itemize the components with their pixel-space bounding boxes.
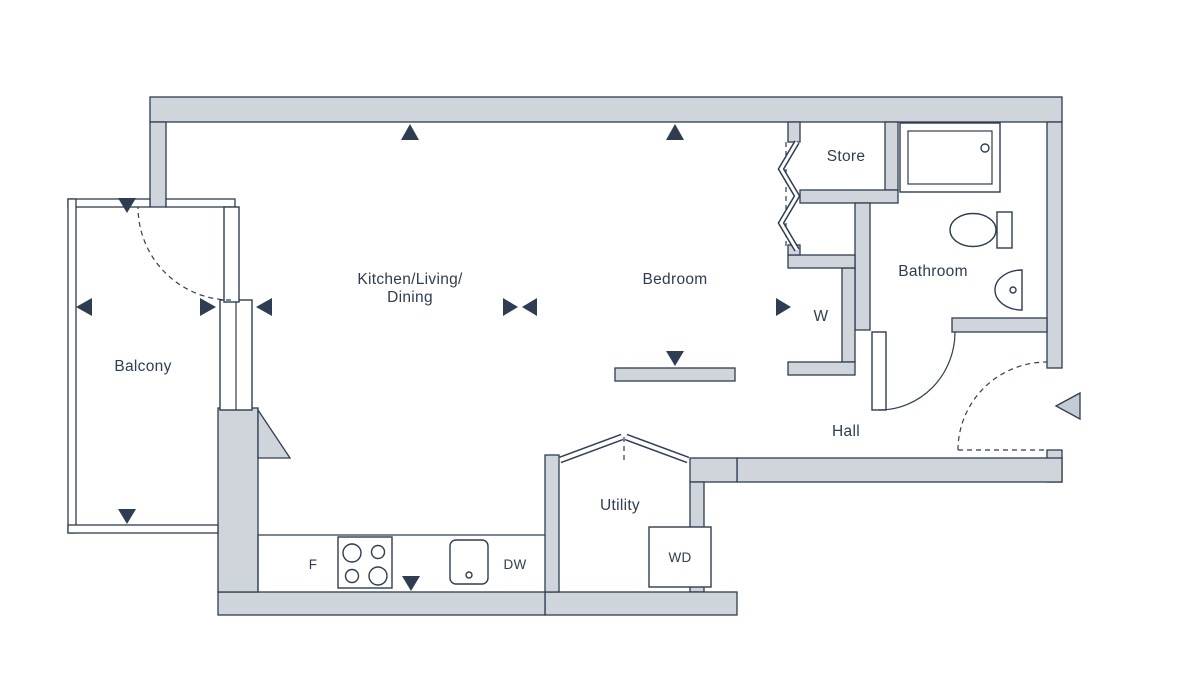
shower-drain (980, 143, 990, 153)
room-label-balcony: Balcony (114, 358, 171, 375)
entrance-door-swing-arc (957, 361, 1048, 451)
room-label-utility: Utility (600, 497, 640, 514)
dim-marker-wardrobe-icon (776, 298, 791, 316)
dim-marker-window-left-icon (200, 298, 216, 316)
hob-burner-3 (344, 568, 360, 584)
balcony-wall-top-left (67, 198, 151, 208)
wall-wardrobe-top (787, 254, 856, 269)
wall-wardrobe-bottom (787, 361, 856, 376)
hob-burner-4 (368, 566, 388, 586)
kitchen-sink-drain (465, 571, 473, 579)
bathroom-door-swing-arc (878, 331, 956, 411)
entrance-direction-arrow-icon (1054, 391, 1081, 421)
wall-bathroom-south (951, 317, 1048, 333)
room-label-store: Store (827, 148, 866, 165)
wall-left-upper (149, 121, 167, 208)
balcony-wall-top-right (165, 198, 236, 208)
kitchen-sink (449, 539, 489, 585)
appliance-label-dishwasher: DW (504, 557, 527, 572)
bathroom-door-leaf (871, 331, 887, 411)
dim-marker-bedroom-up-icon (666, 124, 684, 140)
room-label-hall: Hall (832, 423, 860, 440)
dim-marker-balcony-left-icon (76, 298, 92, 316)
balcony-wall-bottom (67, 524, 219, 534)
room-label-kitchen-living-line2: Dining (387, 289, 433, 306)
wall-left-lower (217, 407, 259, 593)
toilet-cistern (996, 211, 1013, 249)
walls (149, 96, 1063, 616)
wall-top (149, 96, 1063, 123)
wall-utility-hall-junction (689, 457, 738, 483)
utility-door-leaf-left-face (559, 435, 623, 462)
dim-marker-balcony-top-down-icon (118, 198, 136, 213)
wall-utility-left (544, 454, 560, 593)
dim-marker-balcony-bottom-down-icon (118, 509, 136, 524)
shower-tray-inner (907, 130, 993, 185)
appliance-label-fridge: F (309, 557, 317, 572)
wall-bathroom-left (854, 202, 871, 331)
dim-marker-living-right-icon (503, 298, 518, 316)
room-label-wardrobe: W (814, 308, 829, 325)
doors-and-windows (137, 140, 1048, 464)
balcony-door-swing-arc (137, 206, 232, 301)
toilet-bowl (949, 212, 997, 248)
dim-marker-kitchen-down-icon (402, 576, 420, 591)
room-label-bathroom: Bathroom (898, 263, 968, 280)
wall-kitchen-bottom (217, 591, 546, 616)
dim-marker-kitchen-up-icon (401, 124, 419, 140)
room-label-kitchen-living-line1: Kitchen/Living/ (357, 271, 463, 288)
kitchen-counter-edge (257, 534, 545, 592)
room-label-bedroom: Bedroom (643, 271, 708, 288)
basin-drain (1009, 286, 1017, 294)
dim-marker-window-right-icon (256, 298, 272, 316)
fixtures (257, 122, 1023, 592)
wall-utility-bottom (544, 591, 738, 616)
utility-door-leaf-right-face (625, 435, 689, 462)
washer-dryer-box (648, 526, 712, 588)
labels: Balcony Kitchen/Living/ Dining Bedroom S… (114, 148, 967, 572)
wall-store-right (884, 121, 899, 191)
store-bifold-door-face (779, 141, 799, 251)
wall-corner-chamfer (257, 407, 292, 459)
wall-hall-bottom (736, 457, 1063, 483)
wall-wardrobe-right (841, 267, 856, 363)
hob-burner-1 (342, 543, 362, 563)
appliance-label-washer-dryer: WD (669, 550, 692, 565)
markers (76, 124, 1081, 591)
dim-marker-bedroom-down-icon (666, 351, 684, 366)
wall-bedroom-stub (614, 367, 736, 382)
wall-store-jamb-top (787, 121, 801, 143)
balcony-door-leaf (223, 206, 240, 303)
shower-tray (899, 122, 1001, 193)
hob-burner-2 (370, 544, 386, 560)
balcony-walls (67, 198, 236, 534)
wall-store-bottom (799, 189, 899, 204)
wall-right-upper (1046, 121, 1063, 369)
basin (994, 269, 1023, 311)
dim-marker-living-left-icon (522, 298, 537, 316)
balcony-wall-left (67, 198, 77, 534)
